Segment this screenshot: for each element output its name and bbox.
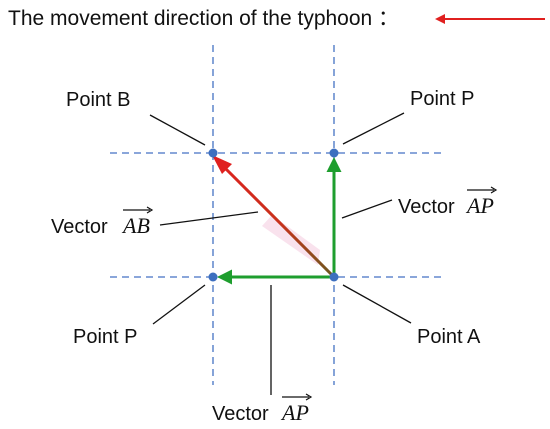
label-point-b: Point B xyxy=(66,89,130,111)
vector-ab-arrow xyxy=(214,157,336,279)
leader-point-b xyxy=(149,114,206,146)
point-p-top-dot xyxy=(329,148,339,158)
vector-ab-overline-head xyxy=(146,206,154,214)
leader-point-p-bottom xyxy=(152,284,206,325)
leader-point-a xyxy=(342,284,412,324)
label-point-p-bottom: Point P xyxy=(73,326,137,348)
label-vector-ap-bottom-name: AP xyxy=(280,400,309,425)
point-b-dot xyxy=(208,148,218,158)
diagram-title: The movement direction of the typhoon ： xyxy=(8,7,399,30)
point-a-dot xyxy=(329,272,339,282)
vector-ap-right-overline-head xyxy=(490,186,498,194)
leader-vector-ab xyxy=(159,211,259,226)
label-vector-ab-word: Vector xyxy=(51,216,108,238)
grid-lines xyxy=(110,45,445,385)
label-vector-ab-name: AB xyxy=(121,213,150,238)
label-point-a: Point A xyxy=(417,326,481,348)
leader-vector-ap-right xyxy=(341,199,393,219)
vector-ap-bottom-overline-head xyxy=(305,393,313,401)
label-vector-ap-bottom-word: Vector xyxy=(212,403,269,425)
vector-ab-arrowhead xyxy=(212,155,232,174)
label-vector-ap-right-name: AP xyxy=(465,193,494,218)
leader-lines xyxy=(149,112,412,395)
label-point-p-top: Point P xyxy=(410,88,474,110)
point-p-bottom-dot xyxy=(208,272,218,282)
label-vector-ap-right-word: Vector xyxy=(398,196,455,218)
shading xyxy=(262,215,320,265)
leader-point-p-top xyxy=(342,112,405,145)
